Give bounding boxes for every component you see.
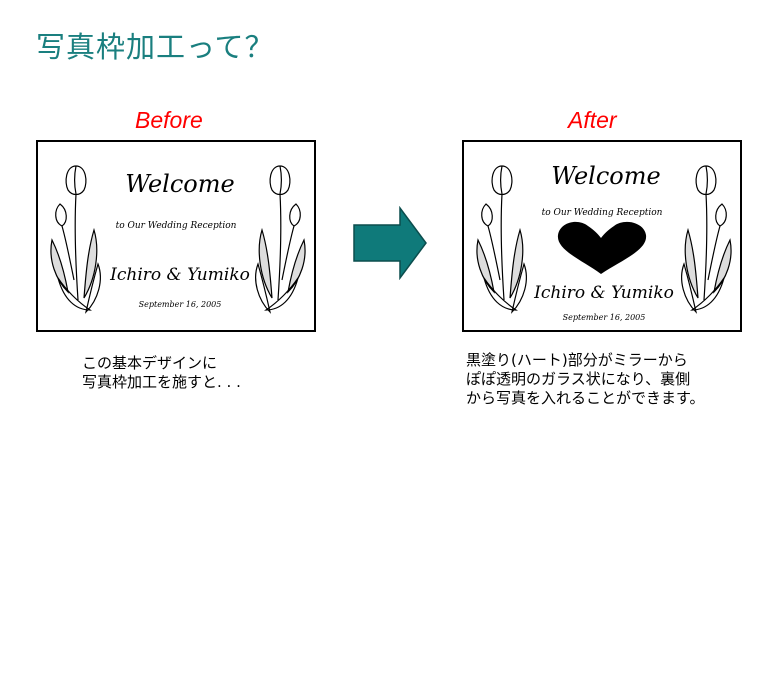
- reception-text: to Our Wedding Reception: [116, 221, 237, 231]
- page-title: 写真枠加工って？: [36, 30, 275, 64]
- welcome-text: Welcome: [125, 170, 234, 198]
- after-card: Welcome to Our Wedding Reception Ichiro …: [462, 140, 742, 332]
- after-caption-line: から写真を入れることができます。: [466, 389, 705, 407]
- tulip-left-icon: [476, 165, 527, 314]
- after-caption-line: ぽぽ透明のガラス状になり、裏側: [466, 370, 691, 388]
- after-heading: After: [568, 107, 617, 133]
- date-text: September 16, 2005: [563, 313, 646, 322]
- tulip-left-icon: [50, 165, 101, 314]
- after-caption-line: 黒塗り(ハート)部分がミラーから: [466, 351, 688, 369]
- right-arrow-icon: [353, 206, 427, 280]
- before-caption-line: 写真枠加工を施すと. . .: [82, 373, 241, 391]
- welcome-text: Welcome: [551, 162, 660, 190]
- before-caption: この基本デザインに 写真枠加工を施すと. . .: [82, 354, 241, 392]
- heart-icon: [557, 221, 647, 274]
- before-card: Welcome to Our Wedding Reception Ichiro …: [36, 140, 316, 332]
- before-heading: Before: [135, 107, 203, 133]
- tulip-right-icon: [255, 165, 306, 314]
- names-text: Ichiro & Yumiko: [109, 265, 250, 285]
- tulip-right-icon: [681, 165, 732, 314]
- reception-text: to Our Wedding Reception: [542, 208, 663, 218]
- before-caption-line: この基本デザインに: [82, 354, 218, 372]
- names-text: Ichiro & Yumiko: [533, 283, 674, 303]
- after-caption: 黒塗り(ハート)部分がミラーから ぽぽ透明のガラス状になり、裏側 から写真を入れ…: [466, 351, 705, 408]
- date-text: September 16, 2005: [139, 300, 222, 309]
